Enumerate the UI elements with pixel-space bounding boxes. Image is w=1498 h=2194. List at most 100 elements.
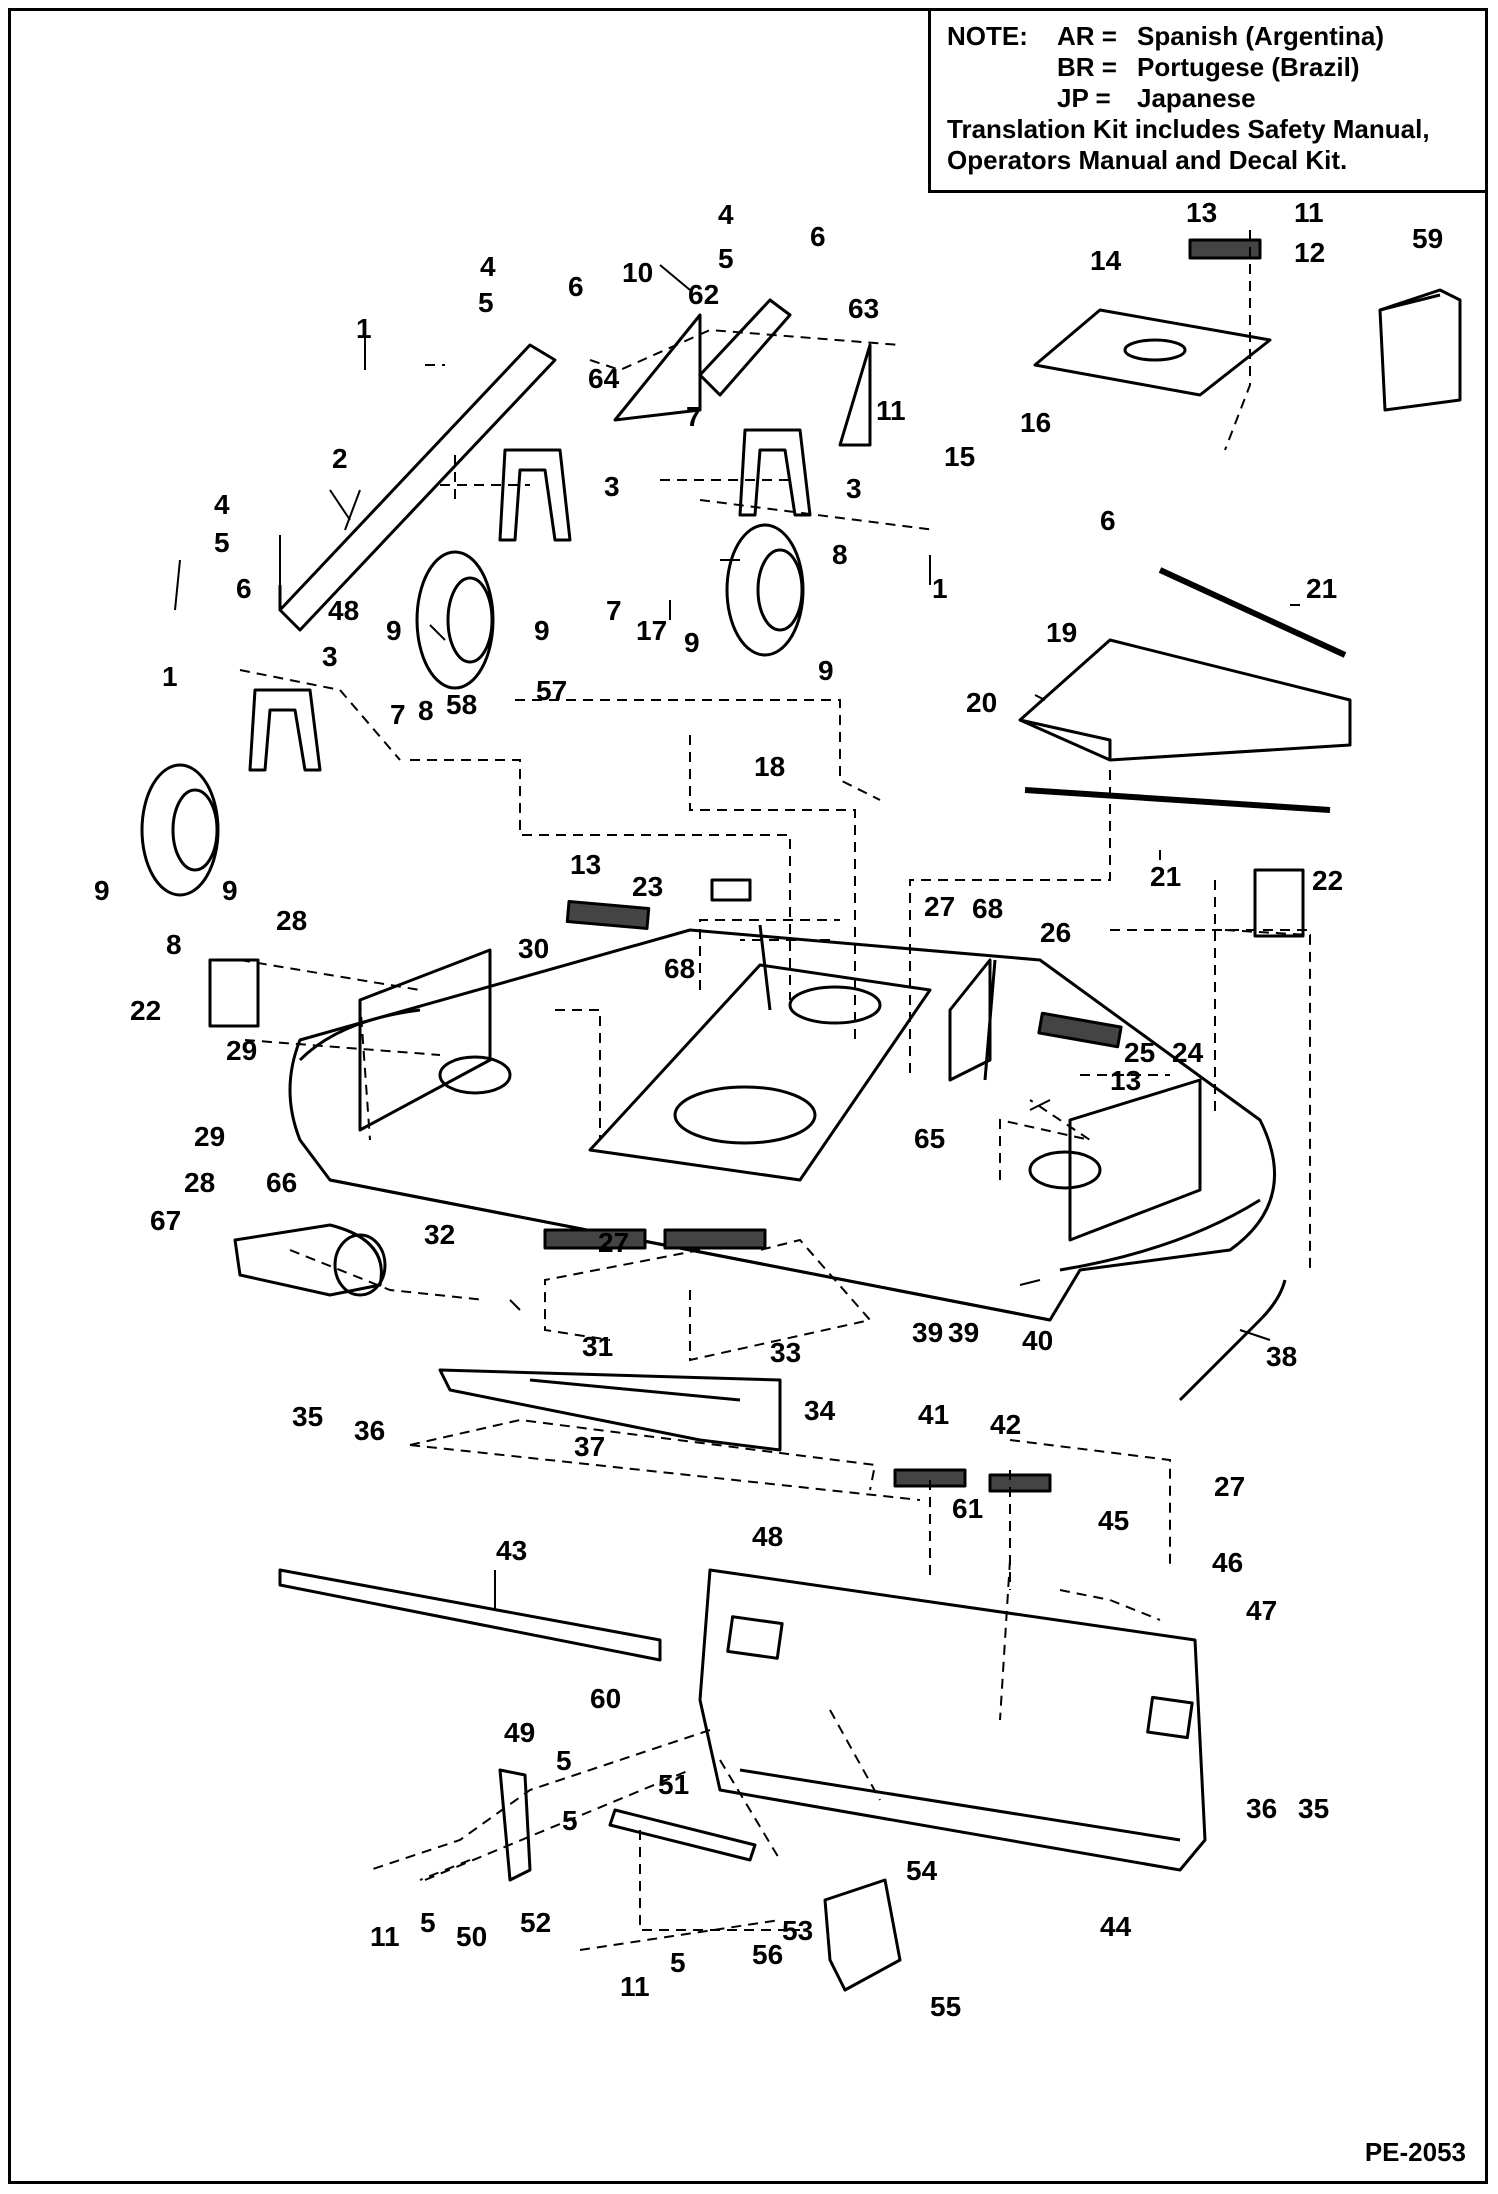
decal [663,1228,767,1250]
callout: 46 [1212,1547,1243,1578]
mount-plate [838,343,872,447]
decal-kit-box [1378,288,1462,412]
callout: 9 [684,627,700,658]
callout: 51 [658,1769,689,1800]
callout: 33 [770,1337,801,1368]
callout: 5 [556,1745,572,1776]
callout: 3 [604,471,620,502]
callout: 9 [534,615,550,646]
callout: 11 [620,1971,650,2002]
callout: 47 [1246,1595,1277,1626]
callout: 35 [1298,1793,1329,1824]
callout: 21 [1150,861,1181,892]
callout: 8 [418,695,434,726]
callout: 22 [130,995,161,1026]
language-code: BR = [1057,52,1117,82]
note-row: NOTE:AR =Spanish (Argentina) [947,21,1485,52]
callout: 4 [480,251,496,282]
callout: 57 [536,675,567,706]
callout: 61 [952,1493,983,1524]
callout: 2 [332,443,348,474]
callout: 29 [226,1035,257,1066]
callout: 58 [446,689,477,720]
deck-frame-arm [698,298,792,397]
callout: 14 [1090,245,1122,276]
callout: 8 [832,539,848,570]
kit-description: Translation Kit includes Safety Manual, [947,114,1430,144]
decal [988,1473,1052,1493]
callout: 37 [574,1431,605,1462]
callout: 39 [912,1317,943,1348]
callout: 4 [718,199,734,230]
callout: 36 [1246,1793,1277,1824]
callout: 66 [266,1167,297,1198]
callout: 11 [370,1921,400,1952]
callout: 25 [1124,1037,1155,1068]
side-bracket [1068,1078,1202,1242]
callout: 68 [972,893,1003,924]
callout: 65 [914,1123,945,1154]
callout: 27 [924,891,955,922]
pivot-frame [438,1368,782,1452]
callout: 9 [818,655,834,686]
callout: 27 [1214,1471,1245,1502]
callout: 9 [94,875,110,906]
callout: 43 [496,1535,527,1566]
callout: 7 [686,401,702,432]
callout: 5 [670,1947,686,1978]
attach-plate [698,1568,1207,1872]
spindle-opening [788,985,882,1025]
cover-plate [1033,308,1272,397]
callout: 7 [390,699,406,730]
callout: 35 [292,1401,323,1432]
decal [543,1228,647,1250]
side-bracket [948,958,992,1082]
callout: 3 [846,473,862,504]
callout: 31 [582,1331,613,1362]
drawing-number: PE-2053 [1364,2137,1466,2167]
caster-fork [498,448,572,542]
callout: 9 [386,615,402,646]
callout: 32 [424,1219,455,1250]
bracket [608,1808,757,1862]
side-bracket [358,948,492,1132]
language-code: JP = [1057,83,1111,113]
callout: 15 [944,441,975,472]
callout: 23 [632,871,663,902]
callout: 36 [354,1415,385,1446]
callout: 26 [1040,917,1071,948]
callout: 1 [356,313,372,344]
callout: 60 [590,1683,621,1714]
callout: 55 [930,1991,961,2022]
callout: 8 [166,929,182,960]
language-name: Portugese (Brazil) [1137,52,1360,82]
callout: 28 [276,905,307,936]
callout: 16 [1020,407,1051,438]
callout: 52 [520,1907,551,1938]
decal [710,878,752,902]
callout: 6 [810,221,826,252]
callout: 40 [1022,1325,1053,1356]
rubber-strip [1158,567,1347,658]
callout: 13 [1110,1065,1141,1096]
callout: 7 [606,595,622,626]
callout: 64 [588,363,620,394]
callout: 67 [150,1205,181,1236]
valve-block [823,1878,902,1992]
note-label: NOTE: [947,21,1028,51]
callout: 13 [1186,197,1217,228]
callout: 5 [420,1907,436,1938]
callout: 24 [1172,1037,1204,1068]
caster-wheel [415,550,495,690]
decal [565,900,651,930]
callout: 12 [1294,237,1325,268]
caster-fork [248,688,322,772]
callout: 1 [162,661,178,692]
callout: 41 [918,1399,949,1430]
caster-wheel [140,763,220,897]
callout: 11 [876,395,906,426]
callout: 48 [752,1521,783,1552]
callout: 11 [1294,197,1324,228]
spindle-hub [1028,1150,1102,1190]
